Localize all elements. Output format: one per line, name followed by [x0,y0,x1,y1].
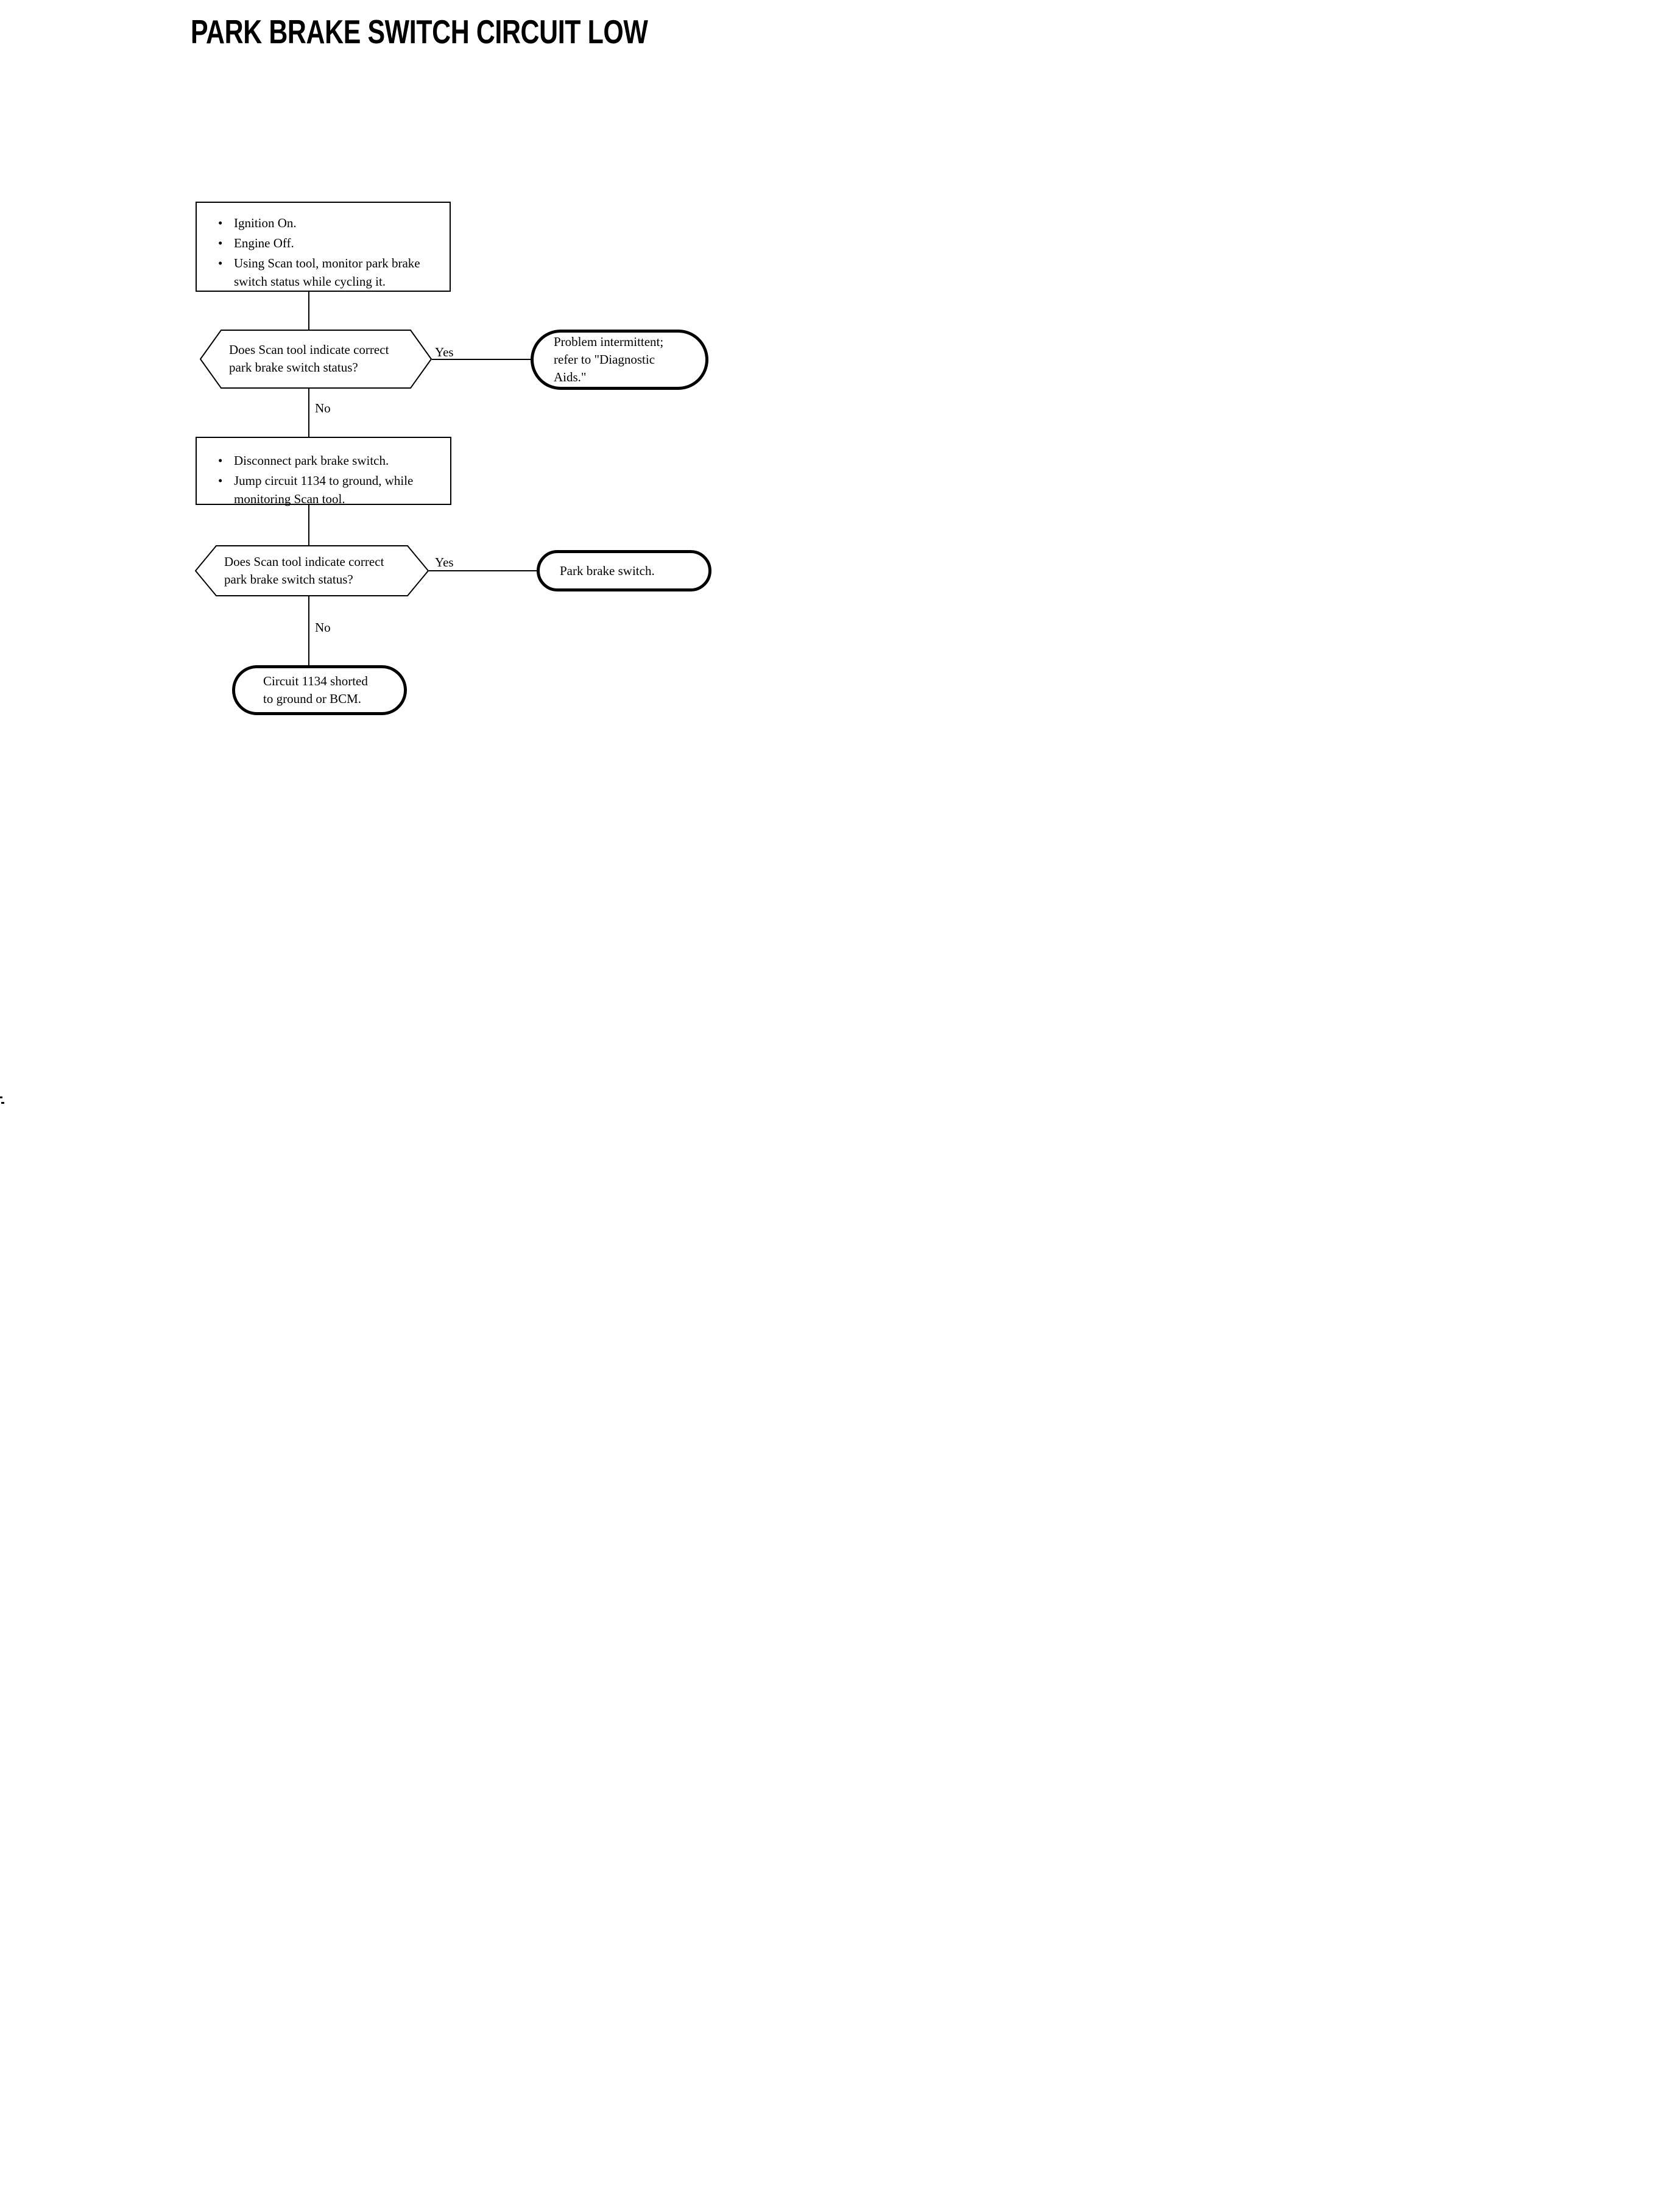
bullet-item: Ignition On. [218,214,443,232]
hexagon-shape [195,545,429,596]
connector-decision2-yes [429,570,537,571]
no-label-1: No [315,401,331,415]
terminator-problem-intermittent: Problem intermittent; refer to "Diagnost… [531,330,708,390]
decision-box-1: Does Scan tool indicate correct park bra… [200,330,432,389]
connector-decision1-yes [432,359,531,360]
bullet-list: Ignition On. Engine Off. Using Scan tool… [197,214,450,291]
decision-box-2: Does Scan tool indicate correct park bra… [195,545,429,596]
flowchart-page: PARK BRAKE SWITCH CIRCUIT LOW Ignition O… [0,0,840,1105]
yes-label-1: Yes [435,345,454,359]
scan-artifact [0,1096,2,1098]
bullet-list: Disconnect park brake switch. Jump circu… [197,451,450,508]
bullet-item: Engine Off. [218,234,443,252]
connector-decision2-no [308,596,309,665]
bullet-item: Using Scan tool, monitor park brake swit… [218,254,443,291]
connector-decision1-no [308,389,309,437]
connector-step2-to-decision2 [308,505,309,545]
decision-text: Does Scan tool indicate correct park bra… [224,554,384,587]
connector-step1-to-decision1 [308,292,309,330]
scan-artifact [1,1102,4,1104]
bullet-item: Jump circuit 1134 to ground, while monit… [218,471,444,508]
process-box-step1: Ignition On. Engine Off. Using Scan tool… [196,202,451,292]
no-label-2: No [315,620,331,635]
terminator-circuit-shorted: Circuit 1134 shorted to ground or BCM. [232,665,407,715]
terminator-park-brake-switch: Park brake switch. [537,550,711,591]
yes-label-2: Yes [435,555,454,570]
hexagon-shape [200,330,432,389]
page-title: PARK BRAKE SWITCH CIRCUIT LOW [191,13,648,51]
bullet-item: Disconnect park brake switch. [218,451,444,470]
process-box-step2: Disconnect park brake switch. Jump circu… [196,437,451,508]
decision-text: Does Scan tool indicate correct park bra… [229,342,389,375]
